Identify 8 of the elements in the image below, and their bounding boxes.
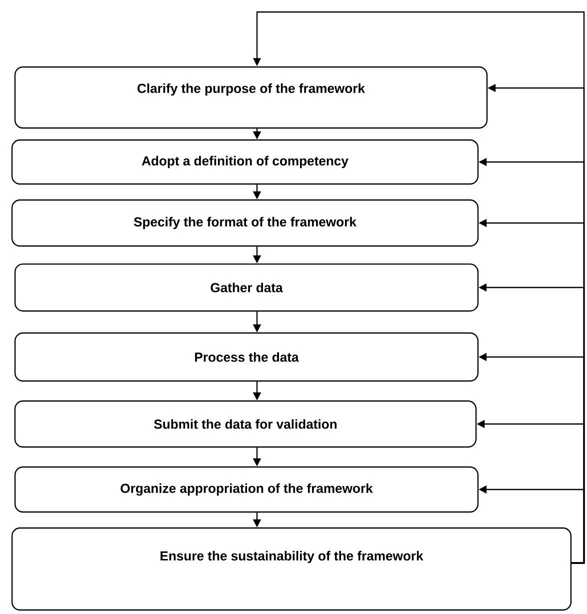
process-box: Gather data	[14, 263, 479, 312]
process-box: Adopt a definition of competency	[11, 139, 479, 185]
process-box: Specify the format of the framework	[11, 199, 479, 247]
process-box: Organize appropriation of the framework	[14, 466, 479, 513]
process-box: Process the data	[14, 332, 479, 382]
process-box: Ensure the sustainability of the framework	[11, 527, 572, 611]
process-box: Submit the data for validation	[14, 400, 477, 448]
process-box: Clarify the purpose of the framework	[14, 66, 488, 129]
